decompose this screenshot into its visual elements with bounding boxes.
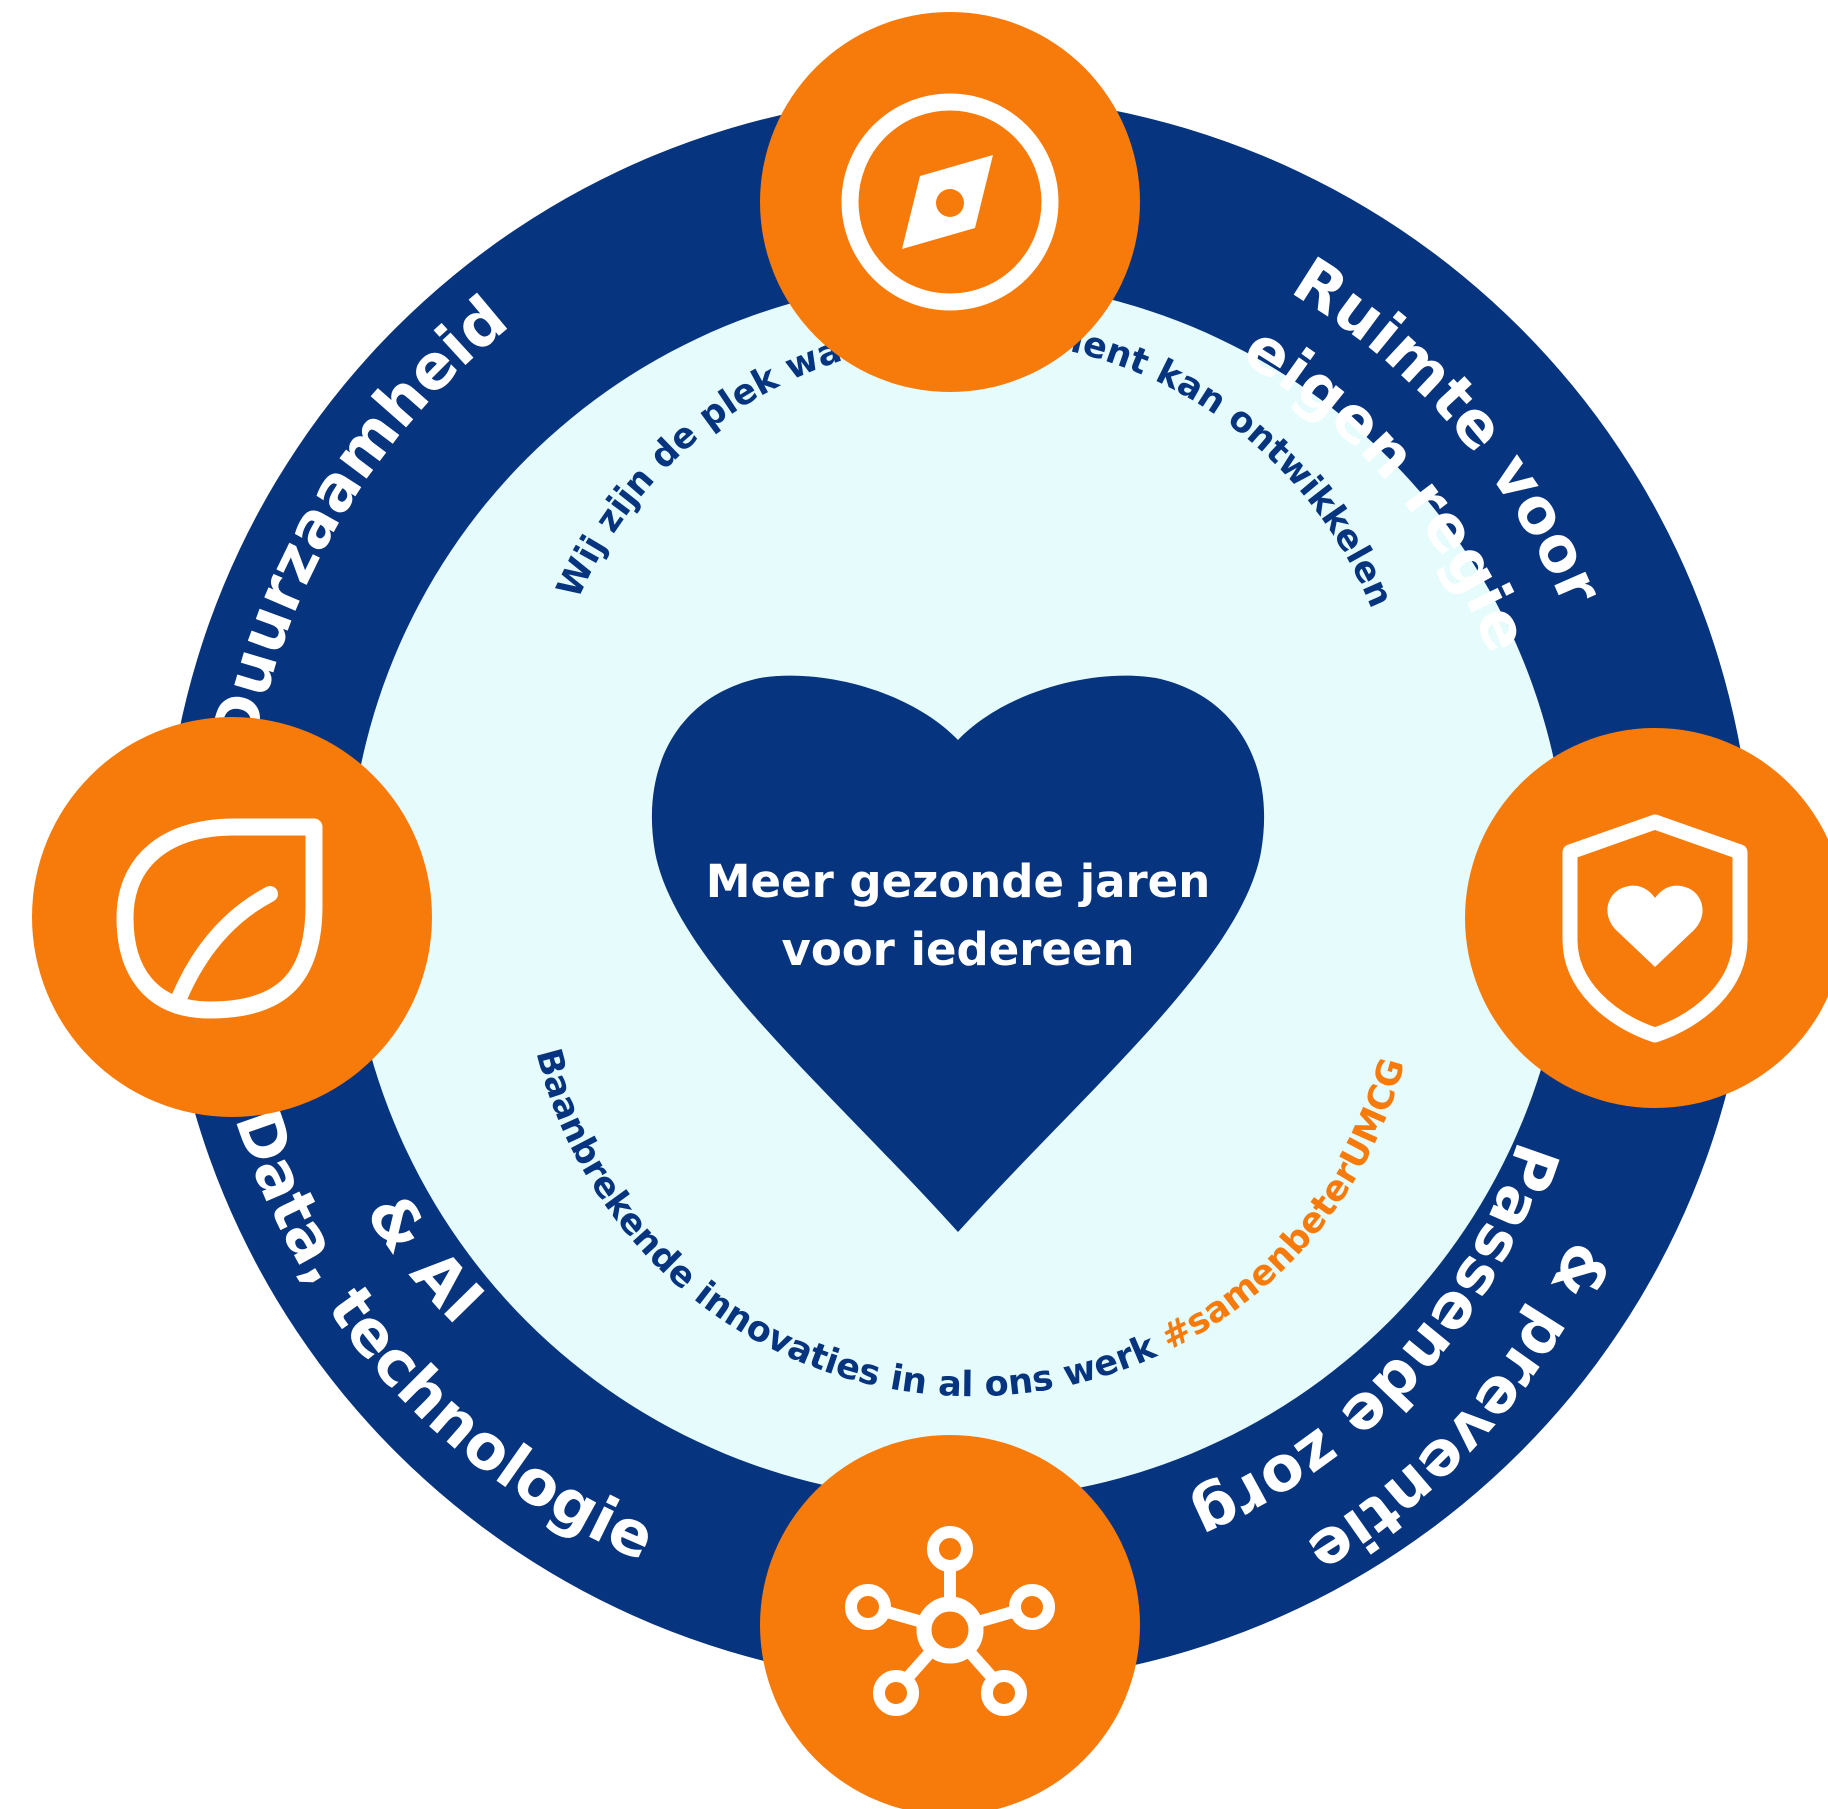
network-icon [845,1526,1055,1716]
compass-icon [841,93,1059,311]
node-right [1465,728,1828,1108]
heart-shape [651,675,1265,1232]
heart-title-line1: Meer gezonde jaren [706,855,1211,908]
leaf-icon [116,818,323,1019]
shield-heart-icon [1562,814,1748,1043]
node-top [760,12,1140,392]
node-left [32,717,432,1117]
node-bottom [760,1435,1140,1809]
heart-title-line2: voor iedereen [782,923,1135,976]
